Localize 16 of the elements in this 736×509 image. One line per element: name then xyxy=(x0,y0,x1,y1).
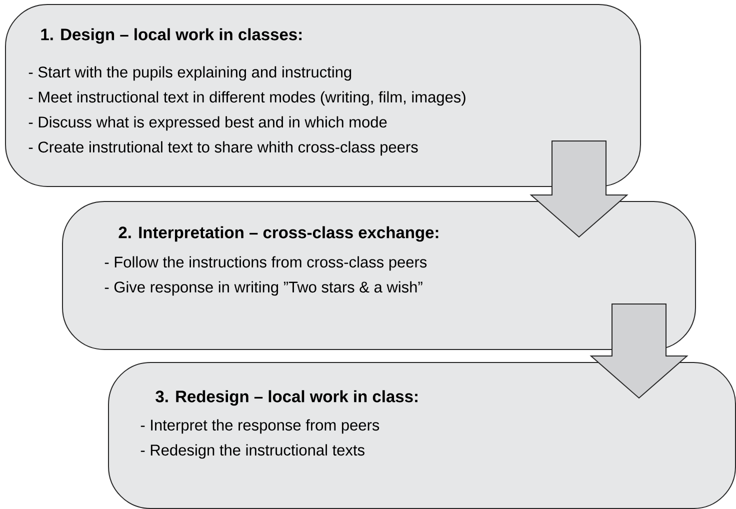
bullet-text: - Start with the pupils explaining and instructing xyxy=(28,66,352,81)
step-heading: 2. Interpretation – cross-class exchange: xyxy=(118,226,438,242)
process-box xyxy=(62,201,696,350)
bullet-text: - Discuss what is expressed best and in which mode xyxy=(28,116,387,131)
bullet-text: - Create instrutional text to share whith cross-class peers xyxy=(28,141,418,156)
step-heading: 1. Design – local work in classes: xyxy=(41,28,302,44)
bullet-text: - Redesign the instructional texts xyxy=(140,444,364,459)
block-arrow xyxy=(530,140,628,238)
block-arrow xyxy=(590,304,688,399)
bullet-text: - Follow the instructions from cross-class peers xyxy=(104,256,427,271)
process-box xyxy=(5,4,641,187)
bullet-text: - Give response in writing ”Two stars & a wish” xyxy=(104,281,422,296)
bullet-text: - Interpret the response from peers xyxy=(140,419,380,434)
bullet-text: - Meet instructional text in different modes (writing, film, images) xyxy=(28,91,466,106)
process-box xyxy=(108,362,736,509)
step-heading: 3. Redesign – local work in class: xyxy=(156,390,418,406)
